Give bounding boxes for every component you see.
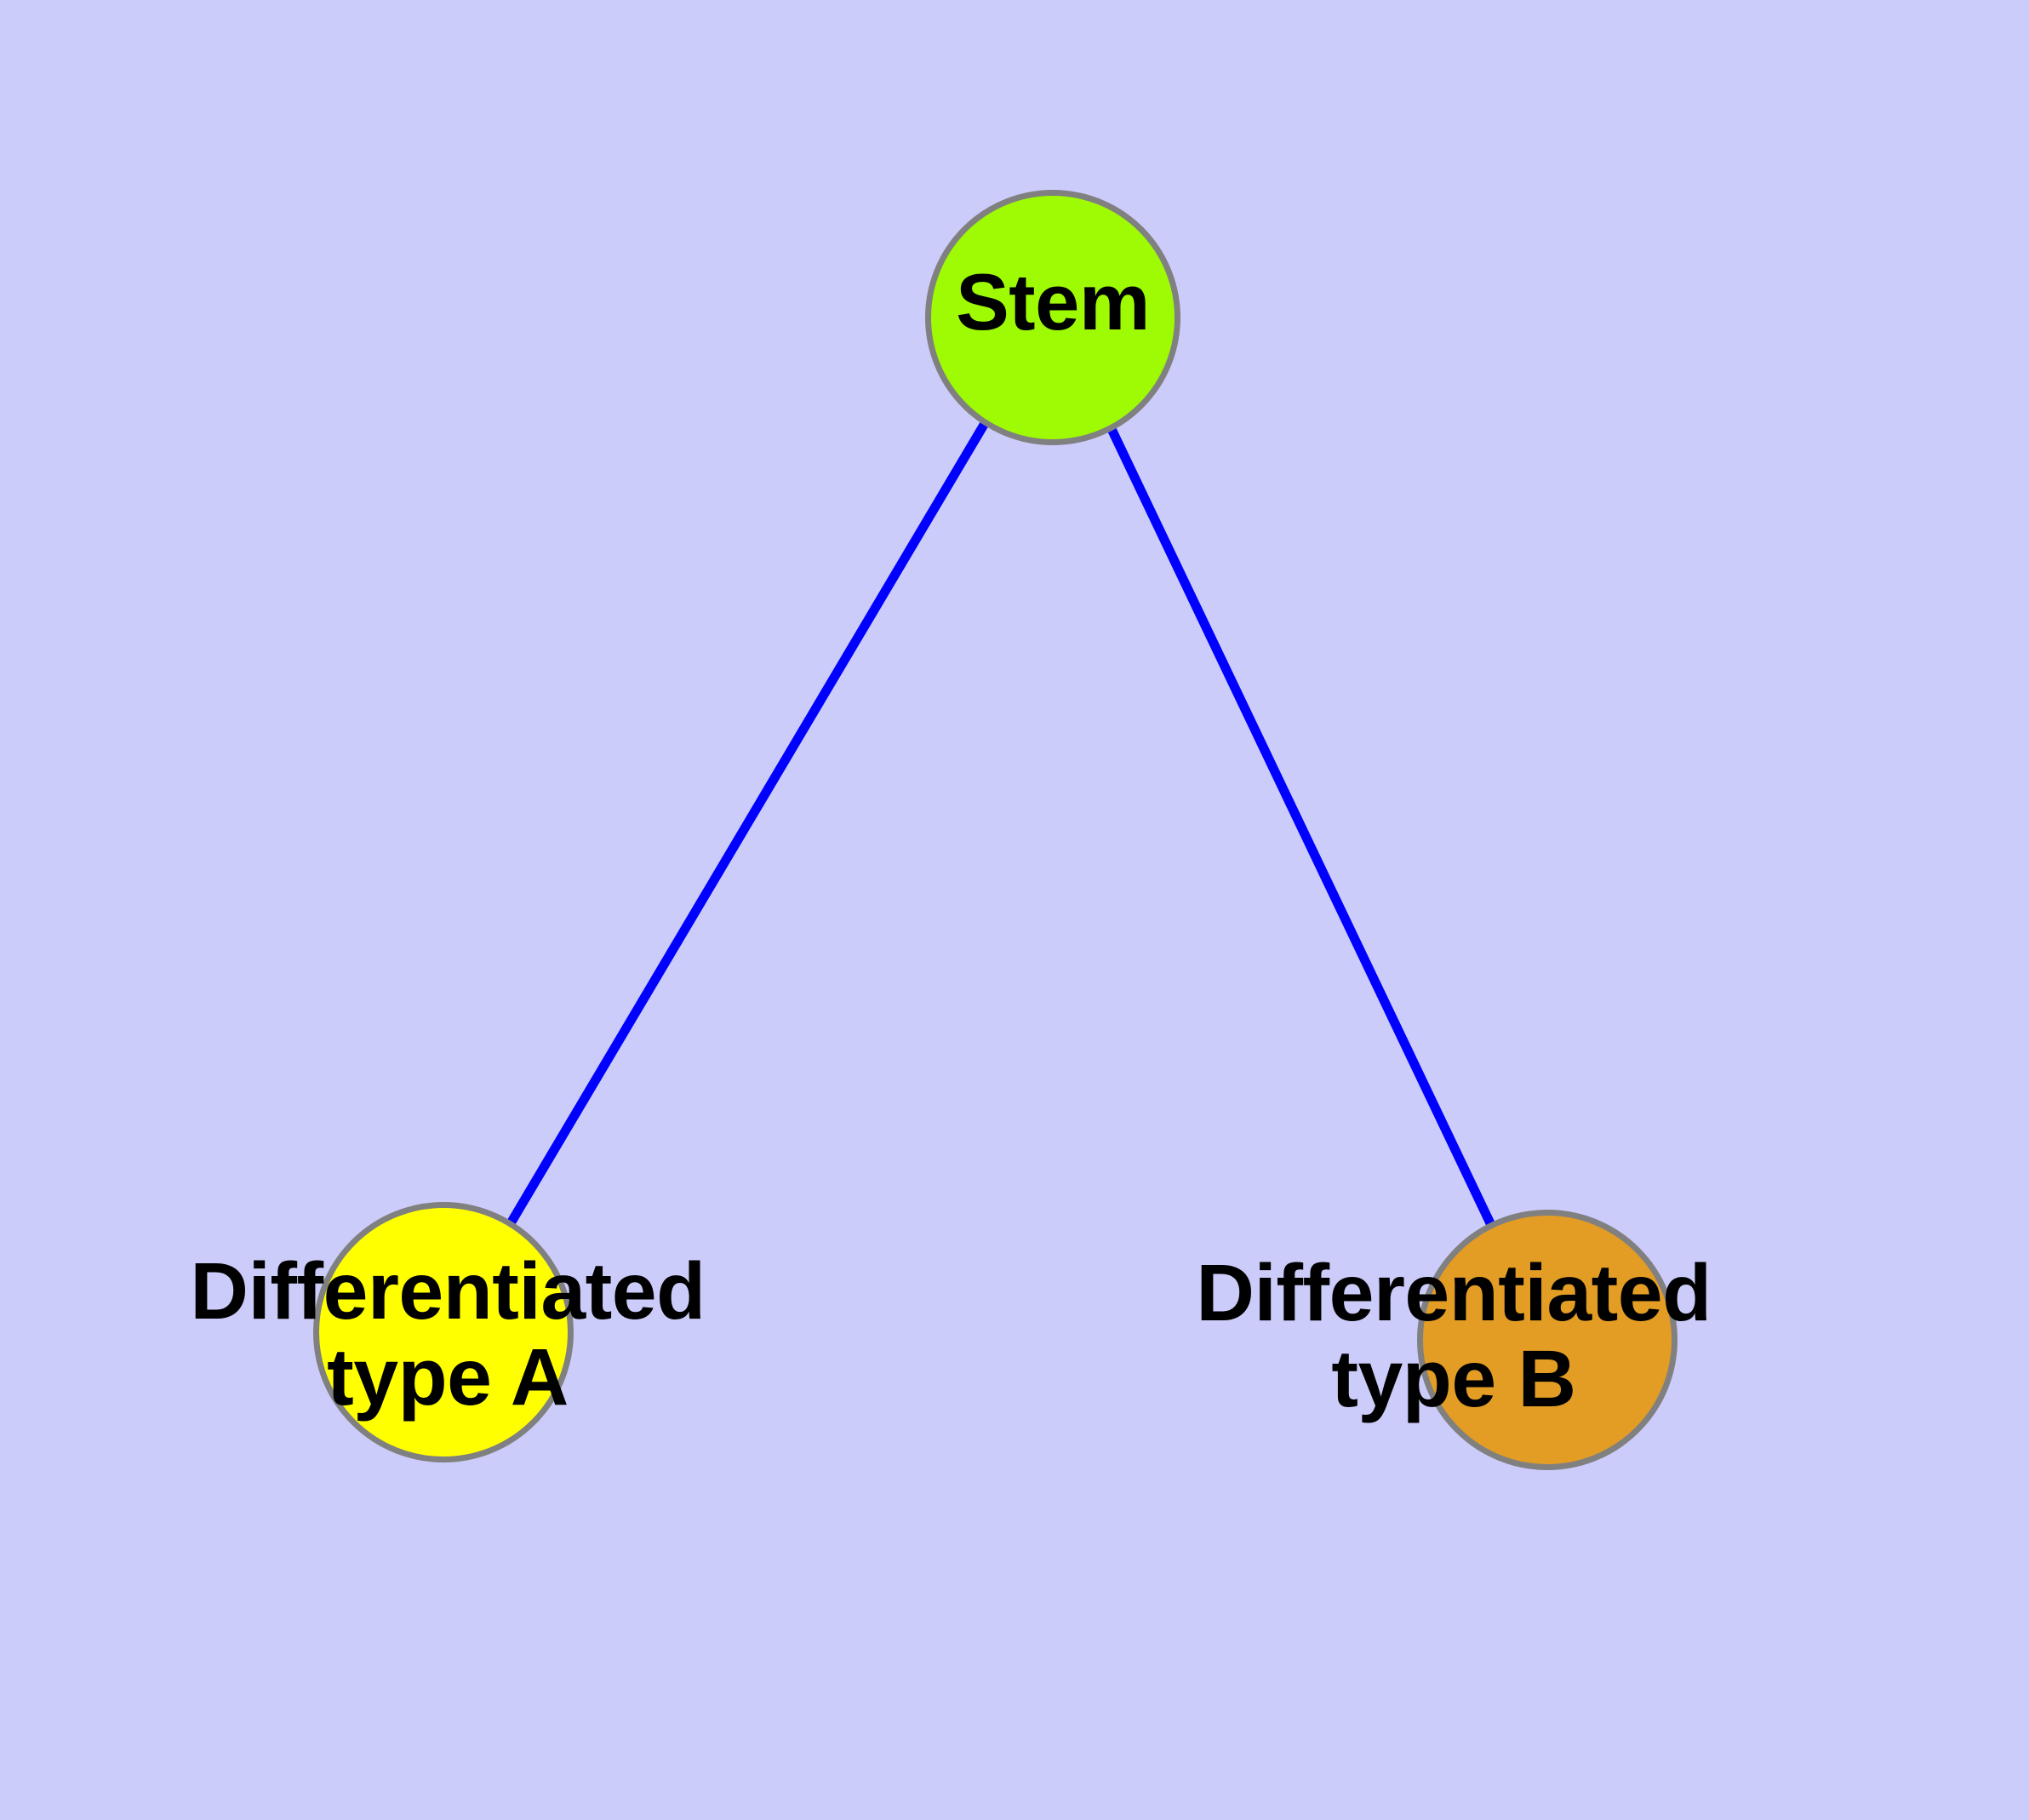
node-differentiated-type-a[interactable] [313,1202,574,1462]
node-differentiated-type-b[interactable] [1417,1210,1677,1470]
node-stem[interactable] [925,190,1180,445]
edge-stem-to-differentiated-type-a [506,422,988,1226]
edge-stem-to-differentiated-type-b [1107,426,1495,1226]
